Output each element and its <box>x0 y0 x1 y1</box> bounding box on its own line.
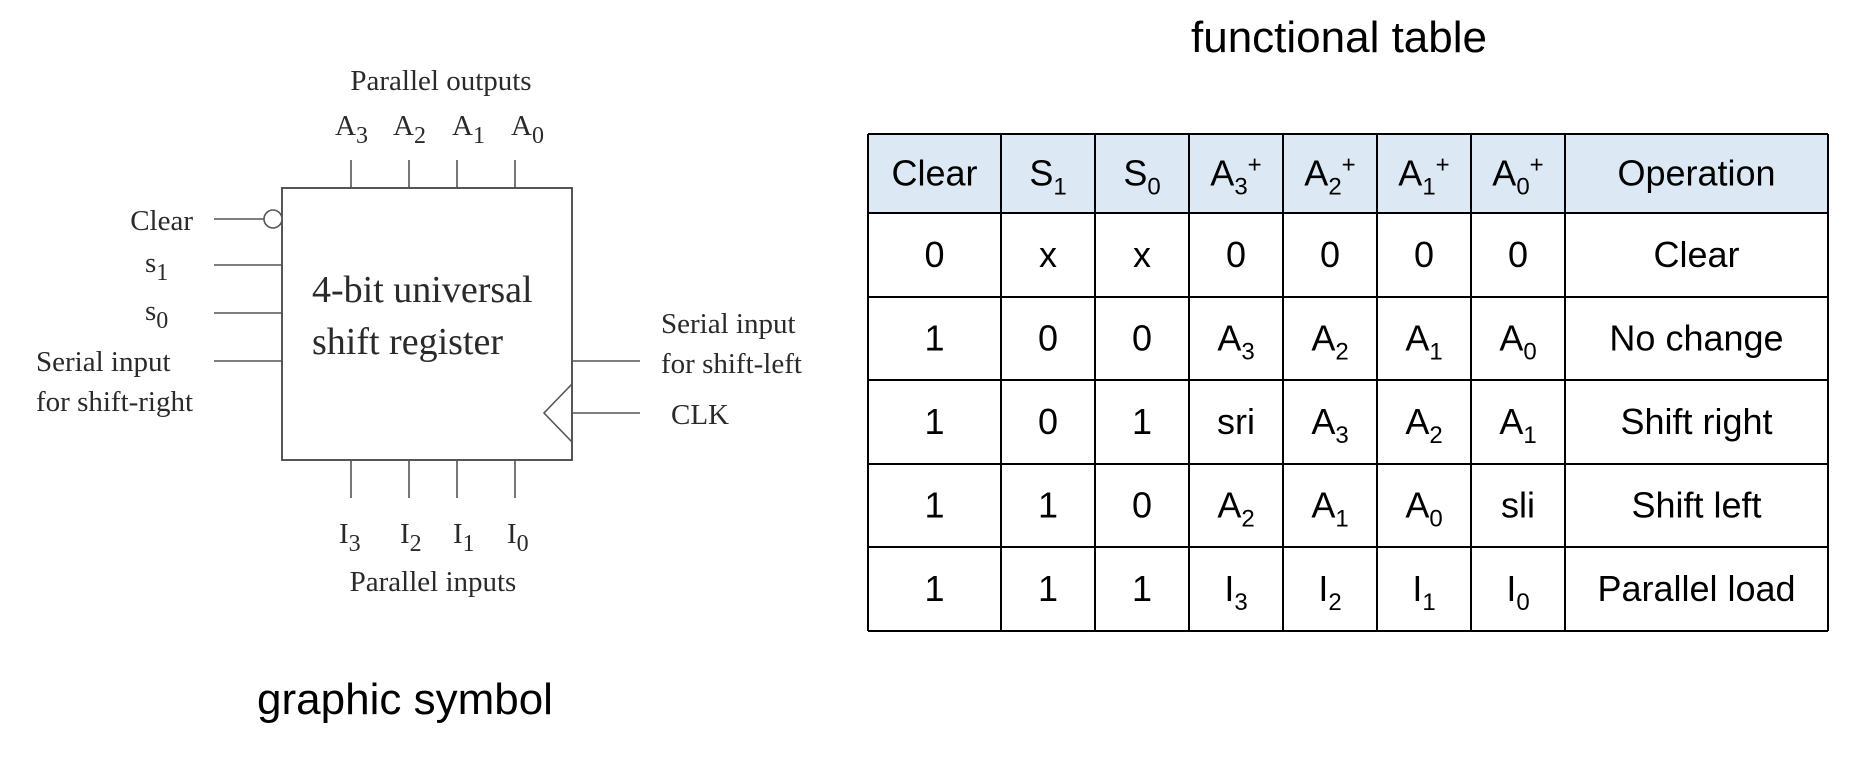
clk-label: CLK <box>671 399 729 431</box>
table-cell: Shift right <box>1620 401 1772 442</box>
table-cell: sli <box>1501 485 1535 526</box>
output-label-a1: A1 <box>452 110 485 149</box>
graphic-symbol-caption: graphic symbol <box>257 675 553 724</box>
table-cell: A3 <box>1311 401 1348 449</box>
table-cell: A0 <box>1499 318 1536 366</box>
table-cell: 0 <box>1132 485 1152 526</box>
serial-right-label-line2: for shift-right <box>36 386 193 418</box>
table-cell: 0 <box>1038 318 1058 359</box>
table-cell: A1 <box>1311 485 1348 533</box>
table-header-cell: A3+ <box>1210 152 1261 201</box>
table-cell: A2 <box>1311 318 1348 366</box>
table-cell: I1 <box>1412 568 1435 616</box>
functional-table-caption: functional table <box>1191 13 1487 62</box>
register-title-line1: 4-bit universal <box>312 269 533 311</box>
table-cell: A1 <box>1405 318 1442 366</box>
input-pins <box>350 460 516 498</box>
table-cell: Shift left <box>1631 485 1761 526</box>
table-cell: 0 <box>1414 234 1434 275</box>
table-cell: A0 <box>1405 485 1442 533</box>
output-labels: A3 A2 A1 A0 <box>335 110 544 149</box>
table-cell: 0 <box>1508 234 1528 275</box>
parallel-inputs-label: Parallel inputs <box>350 566 517 598</box>
output-label-a3: A3 <box>335 110 368 149</box>
table-cell: 0 <box>1132 318 1152 359</box>
table-header-cell: A0+ <box>1492 152 1543 201</box>
table-header-background <box>868 134 1828 213</box>
table-header-cell: S0 <box>1123 153 1160 201</box>
table-cell: I3 <box>1224 568 1247 616</box>
table-cell: A1 <box>1499 401 1536 449</box>
table-header-cell: S1 <box>1029 153 1066 201</box>
table-cell: A3 <box>1217 318 1254 366</box>
table-cell: I0 <box>1506 568 1529 616</box>
table-cell: 1 <box>1132 401 1152 442</box>
serial-right-label-line1: Serial input <box>36 346 171 378</box>
table-cell: Clear <box>1653 234 1739 275</box>
table-cell: 1 <box>924 568 944 609</box>
input-label-i2: I2 <box>400 518 422 557</box>
table-header-cell: A2+ <box>1304 152 1355 201</box>
input-label-i1: I1 <box>453 518 475 557</box>
table-cell: Parallel load <box>1597 568 1795 609</box>
table-cell: 0 <box>1320 234 1340 275</box>
table-header-cell: Operation <box>1617 153 1775 194</box>
table-cells: Clear S1 S0 A3+ A2+ A1+ A0+ Operation 0 x x 0 0 0 0 Cle… <box>891 152 1795 617</box>
parallel-outputs-label: Parallel outputs <box>350 65 531 97</box>
output-label-a2: A2 <box>393 110 426 149</box>
table-cell: 0 <box>924 234 944 275</box>
table-cell: No change <box>1609 318 1783 359</box>
table-cell: 1 <box>924 485 944 526</box>
table-cell: 0 <box>1226 234 1246 275</box>
table-cell: 0 <box>1038 401 1058 442</box>
table-cell: I2 <box>1318 568 1341 616</box>
s1-label: s1 <box>145 247 168 286</box>
register-title-line2: shift register <box>312 321 503 363</box>
input-label-i0: I0 <box>507 518 529 557</box>
table-cell: 1 <box>924 401 944 442</box>
serial-left-label-line1: Serial input <box>661 308 796 340</box>
table-cell: A2 <box>1405 401 1442 449</box>
input-label-i3: I3 <box>339 518 361 557</box>
clear-label: Clear <box>130 205 193 237</box>
table-header-cell: Clear <box>891 153 977 194</box>
table-grid <box>867 133 1829 632</box>
table-cell: 1 <box>1038 568 1058 609</box>
table-cell: 1 <box>1132 568 1152 609</box>
output-pins <box>350 160 516 188</box>
table-cell: 1 <box>1038 485 1058 526</box>
table-cell: sri <box>1217 401 1255 442</box>
table-cell: x <box>1133 234 1151 275</box>
s0-label: s0 <box>145 295 168 334</box>
clock-triangle <box>542 383 573 443</box>
register-box <box>281 187 573 461</box>
table-header-cell: A1+ <box>1398 152 1449 201</box>
serial-left-label-line2: for shift-left <box>661 348 802 380</box>
table-cell: A2 <box>1217 485 1254 533</box>
clear-inversion-bubble <box>263 209 283 229</box>
table-cell: 1 <box>924 318 944 359</box>
input-labels: I3 I2 I1 I0 <box>339 518 529 557</box>
output-label-a0: A0 <box>511 110 544 149</box>
graphic-symbol: Parallel outputs A3 A2 A1 A0 4-bit unive… <box>36 65 802 724</box>
functional-table-section: functional table Clear S1 S0 A3+ A2+ A1+ A0+ Op… <box>867 13 1829 632</box>
table-cell: x <box>1039 234 1057 275</box>
